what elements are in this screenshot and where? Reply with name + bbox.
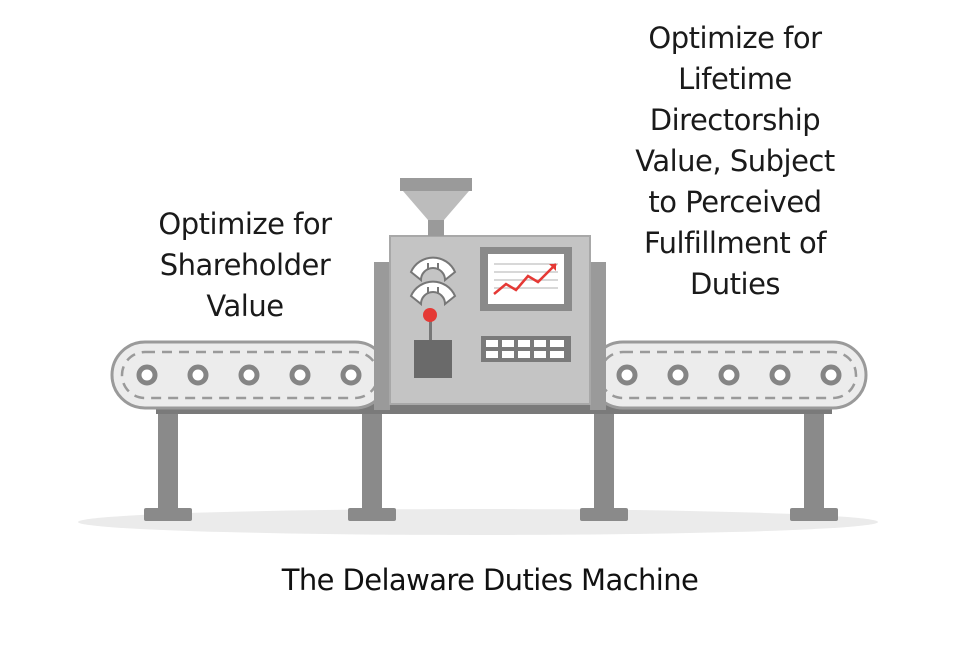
line-chart-monitor-icon — [480, 247, 572, 311]
leg-right — [804, 412, 824, 512]
control-box — [414, 340, 452, 378]
floor-shadow — [78, 509, 878, 535]
machine-side-left — [374, 262, 390, 410]
output-label-line: Fulfillment of — [644, 226, 826, 260]
output-label-line: Lifetime — [678, 62, 792, 96]
output-label-line: to Perceived — [648, 185, 822, 219]
machine-side-right — [590, 262, 606, 410]
output-label: Optimize for Lifetime Directorship Value… — [590, 18, 880, 305]
input-label-line: Optimize for — [158, 207, 332, 241]
output-label-line: Duties — [689, 267, 781, 301]
diagram-caption: The Delaware Duties Machine — [281, 563, 699, 597]
leg-left — [158, 412, 178, 512]
output-label-line: Optimize for — [648, 21, 822, 55]
factory-machine-icon — [374, 178, 606, 410]
conveyor-roller-icon — [136, 364, 842, 386]
funnel-icon — [400, 178, 472, 236]
foot-left — [144, 508, 192, 521]
foot-inner-right — [580, 508, 628, 521]
gauge-icon — [409, 256, 457, 307]
leg-inner-right — [594, 412, 614, 512]
output-label-line: Directorship — [649, 103, 821, 137]
leg-inner-left — [362, 412, 382, 512]
input-label-line: Value — [206, 289, 284, 323]
output-label-line: Value, Subject — [635, 144, 835, 178]
input-label-line: Shareholder — [159, 248, 331, 282]
lever-icon — [423, 308, 437, 340]
input-label: Optimize for Shareholder Value — [120, 204, 370, 327]
keypad-icon — [481, 336, 571, 362]
foot-right — [790, 508, 838, 521]
conveyor-legs — [144, 412, 838, 521]
foot-inner-left — [348, 508, 396, 521]
